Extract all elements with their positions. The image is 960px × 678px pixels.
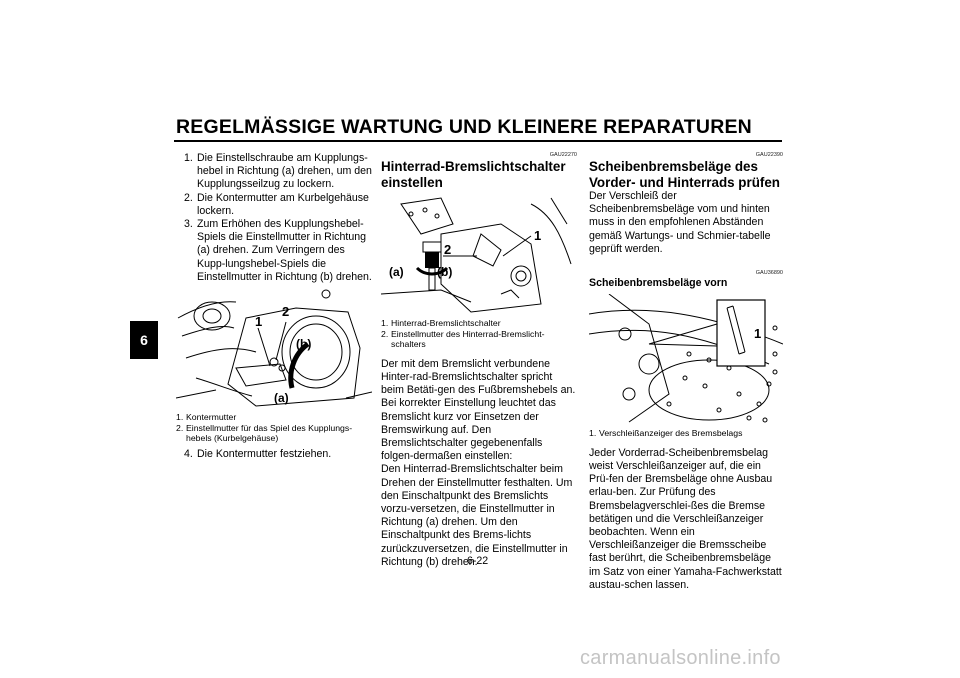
clutch-figure: 1 2 (b) (a): [176, 288, 372, 411]
step-list-continued: 4.Die Kontermutter festziehen.: [176, 448, 372, 461]
caption-item: 1.Kontermutter: [176, 412, 237, 423]
subsection-title: Scheibenbremsbeläge vorn: [589, 277, 728, 290]
chapter-tab: 6: [130, 321, 158, 359]
section-code: GAU22390: [755, 152, 783, 158]
caption-item: 2.Einstellmutter für das Spiel des Kuppl…: [176, 422, 353, 444]
brake-switch-illustration: 1 2 (a) (b): [381, 197, 572, 313]
section-code: GAU22270: [549, 152, 577, 158]
caption-item: 2.Einstellmutter des Hinterrad-Bremslich…: [381, 328, 545, 350]
figure-caption: 1.Kontermutter 2.Einstellmutter für das …: [176, 412, 372, 444]
subsection-code: GAU36890: [755, 270, 783, 277]
callout-1: 1: [255, 314, 262, 329]
figure-caption: 1.Verschleißanzeiger des Bremsbelags: [589, 428, 783, 439]
brake-pad-figure: 1: [589, 294, 783, 427]
body-paragraph: Den Hinterrad-Bremslichtschalter beim Dr…: [381, 463, 573, 568]
intro-paragraph: Der Verschleiß der Scheibenbremsbeläge v…: [589, 190, 771, 255]
column-brake-light-switch: GAU22270 Hinterrad-Bremslichtschalter ei…: [381, 152, 577, 569]
caption-item: 1.Verschleißanzeiger des Bremsbelags: [589, 428, 743, 439]
step-list: 1.Die Einstellschraube am Kupplungs-hebe…: [176, 152, 372, 284]
body-paragraph: Der mit dem Bremslicht verbundene Hinter…: [381, 357, 576, 463]
callout-b: (b): [296, 337, 311, 351]
watermark: carmanualsonline.info: [580, 647, 781, 669]
brake-switch-figure: 1 2 (a) (b): [381, 194, 577, 316]
header-rule: [174, 140, 782, 142]
step-item: 2.Die Kontermutter am Kurbelgehäuse lock…: [184, 191, 369, 217]
brake-pad-illustration: 1: [589, 294, 783, 423]
callout-1: 1: [534, 228, 541, 243]
column-brake-pads: GAU22390 Scheibenbremsbeläge des Vorder-…: [589, 152, 783, 592]
step-item: 1.Die Einstellschraube am Kupplungs-hebe…: [184, 152, 372, 191]
step-item: 4.Die Kontermutter festziehen.: [184, 447, 332, 460]
callout-1: 1: [754, 326, 761, 341]
callout-2: 2: [282, 304, 289, 319]
callout-b: (b): [437, 265, 452, 279]
page-number: 6-22: [467, 555, 489, 567]
page-title: REGELMÄSSIGE WARTUNG UND KLEINERE REPARA…: [176, 116, 752, 138]
section-title: Hinterrad-Bremslichtschalter einstellen: [381, 159, 566, 190]
step-item: 3.Zum Erhöhen des Kupplungshebel-Spiels …: [184, 218, 372, 283]
clutch-illustration: 1 2 (b) (a): [176, 289, 372, 407]
figure-caption: 1.Hinterrad-Bremslichtschalter 2.Einstel…: [381, 318, 577, 350]
column-clutch-adjust: 1.Die Einstellschraube am Kupplungs-hebe…: [176, 152, 372, 461]
caption-item: 1.Hinterrad-Bremslichtschalter: [381, 318, 501, 328]
body-paragraph: Jeder Vorderrad-Scheibenbremsbelag weist…: [589, 446, 782, 591]
section-title: Scheibenbremsbeläge des Vorder- und Hint…: [589, 159, 780, 190]
callout-2: 2: [444, 242, 451, 257]
callout-a: (a): [389, 265, 404, 279]
callout-a: (a): [274, 391, 289, 405]
